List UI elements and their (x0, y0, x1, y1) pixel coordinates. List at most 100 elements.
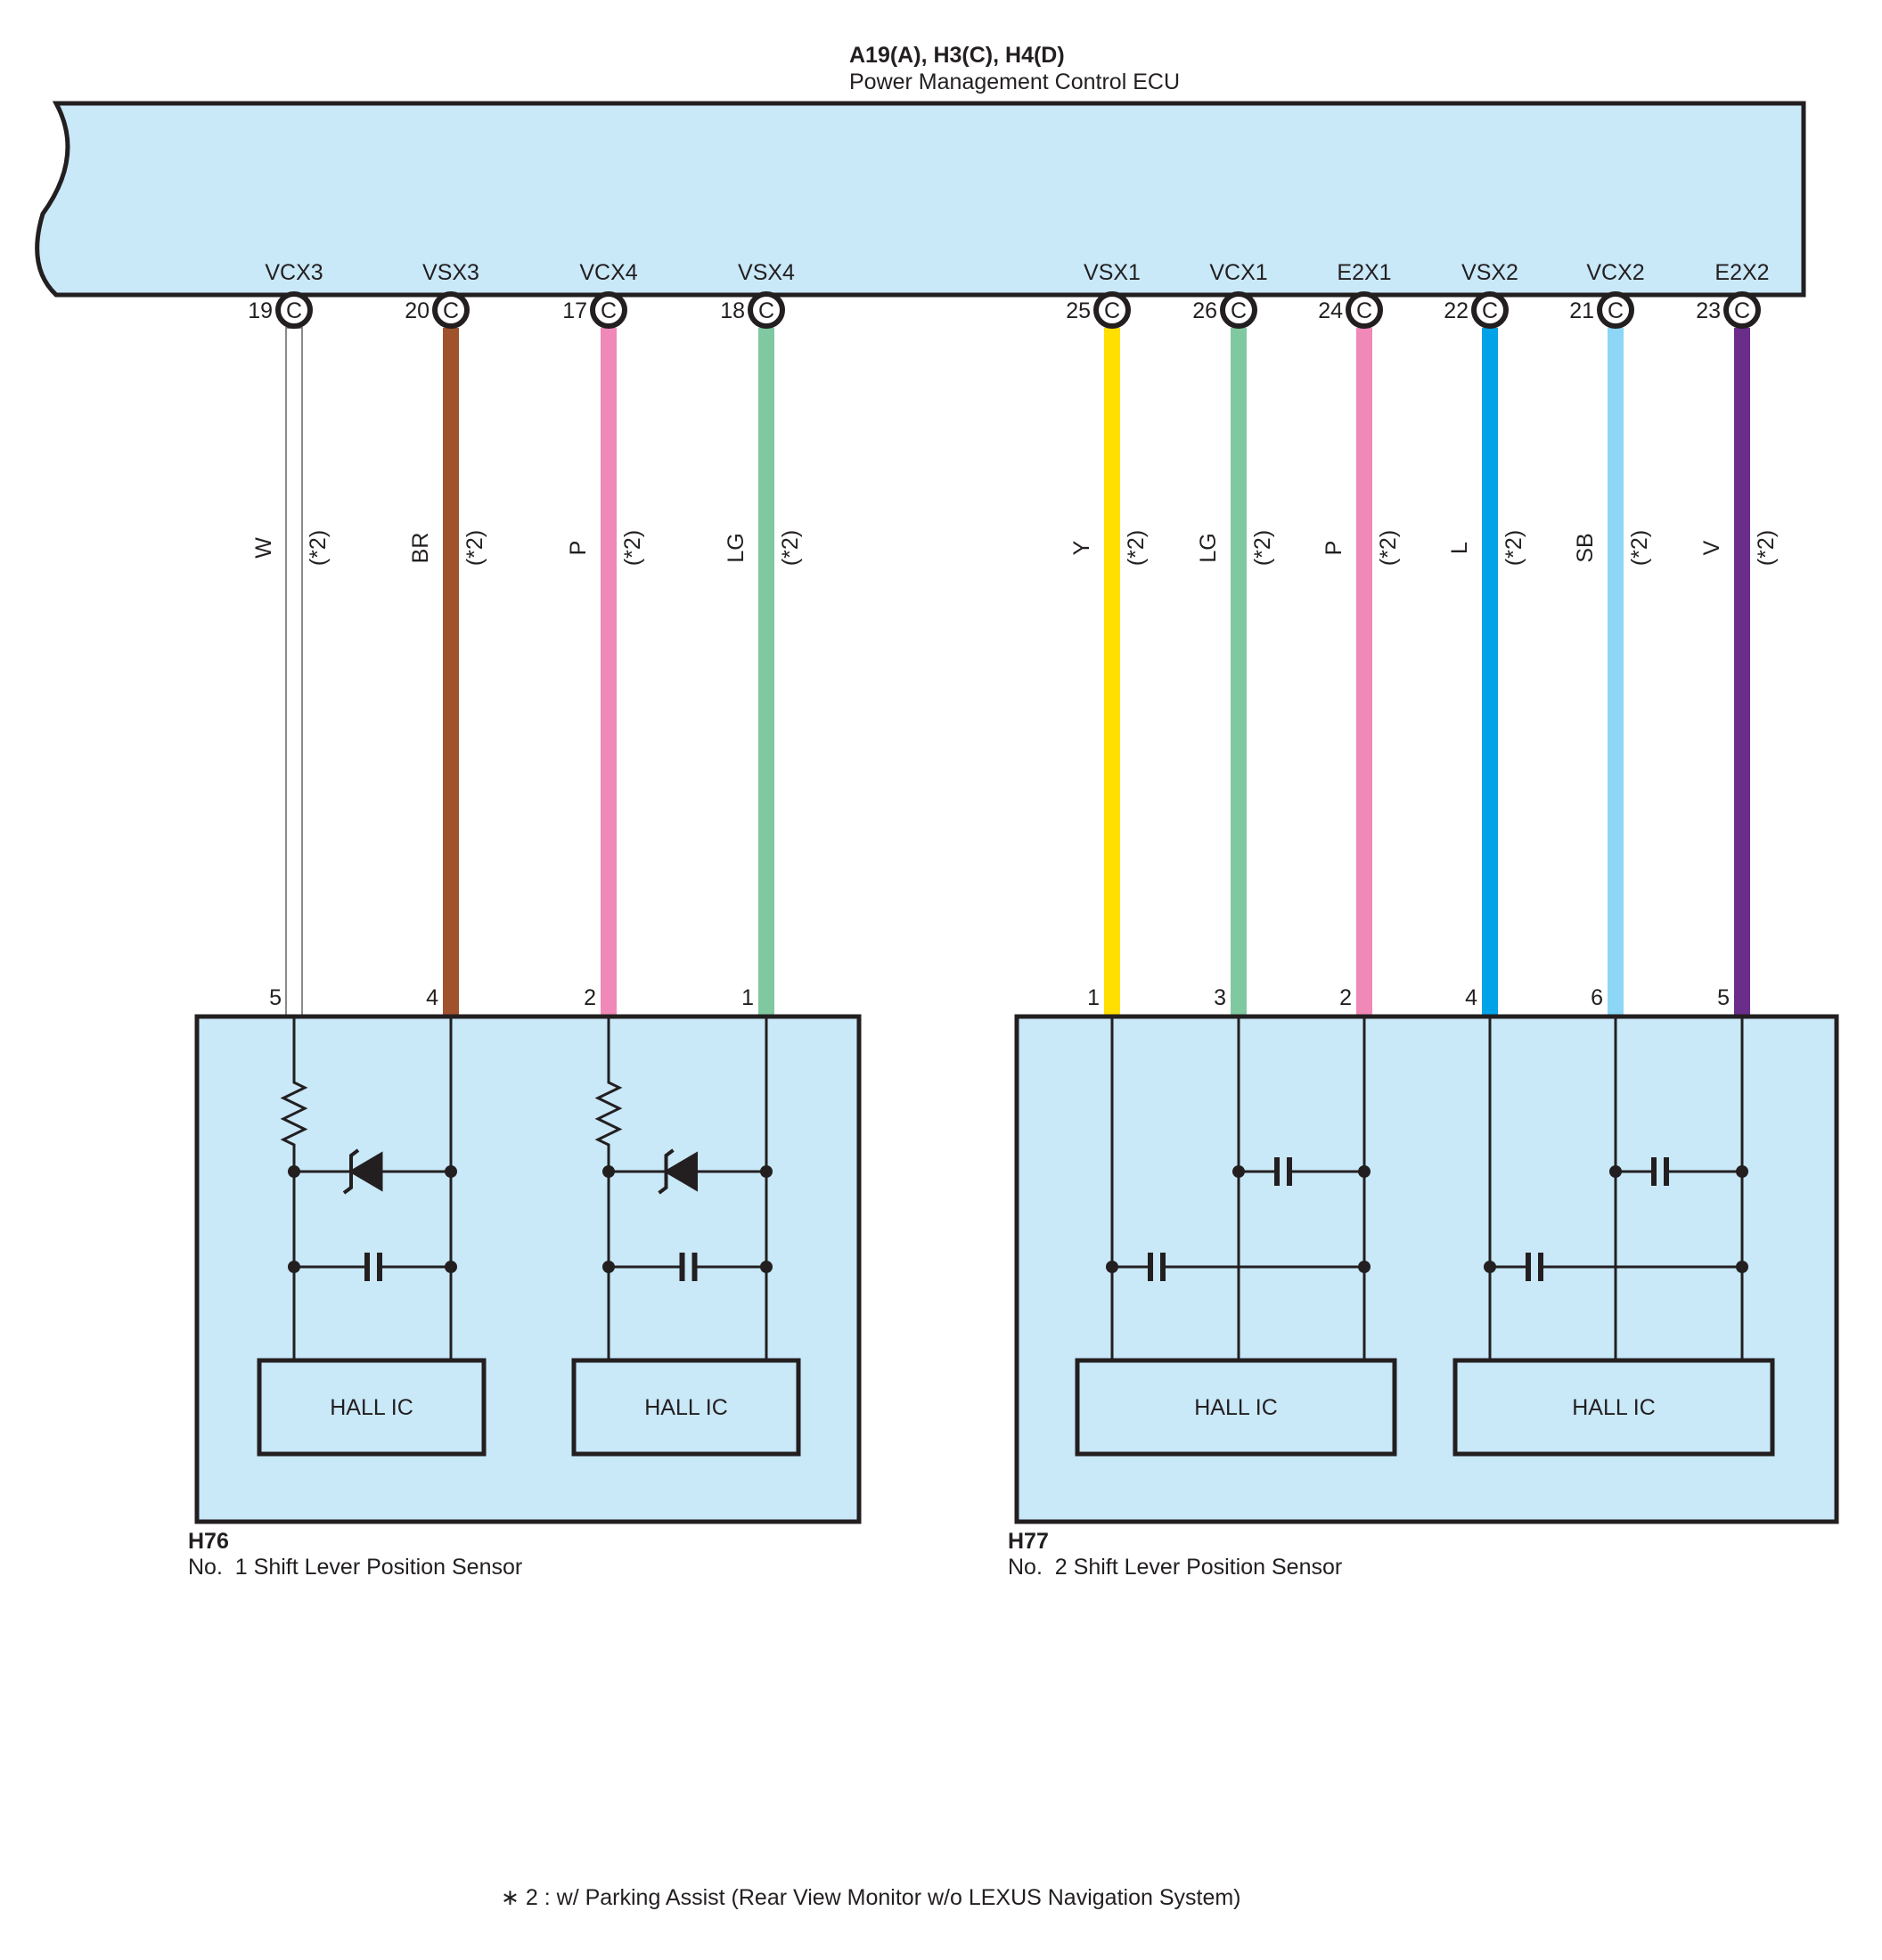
ecu-name: Power Management Control ECU (849, 69, 1180, 94)
wire-vcx3 (285, 327, 303, 1017)
capacitor (294, 1253, 451, 1281)
connector-letter: C (1231, 298, 1247, 323)
wire-color-code: BR (408, 533, 433, 564)
wire-color-code: P (1321, 541, 1346, 556)
wire-color-code: Y (1069, 540, 1094, 555)
wire-note: (*2) (1376, 530, 1401, 566)
zener-diode (609, 1148, 766, 1195)
ecu-pin-number: 18 (720, 298, 745, 323)
sensor-pin-number: 5 (269, 985, 282, 1010)
capacitor (1616, 1157, 1742, 1186)
sensor-h77-name: No. 2 Shift Lever Position Sensor (1008, 1555, 1342, 1580)
connector-circle (1597, 291, 1634, 329)
connector-letter: C (758, 298, 774, 323)
wire-note: (*2) (1627, 530, 1652, 566)
ecu-pin-number: 26 (1192, 298, 1217, 323)
connector-circle (1723, 291, 1761, 329)
hall-ic-label: HALL IC (644, 1395, 728, 1420)
junction-dot (445, 1165, 457, 1178)
junction-dot (1358, 1261, 1371, 1273)
wire-note: (*2) (306, 530, 331, 566)
ecu-connector-ids: A19(A), H3(C), H4(D) (849, 43, 1065, 68)
sensor-pin-number: 5 (1717, 985, 1730, 1010)
wire-note: (*2) (620, 530, 645, 566)
sensor-h77-body (1014, 1014, 1839, 1524)
sensor-pin-number: 4 (426, 985, 438, 1010)
hall-ic: HALL IC (1075, 1358, 1397, 1457)
connector-circle (748, 291, 785, 329)
wire-color-code: W (251, 537, 276, 559)
sensor-h77-id: H77 (1008, 1529, 1049, 1554)
wire-vsx4 (758, 328, 774, 1017)
capacitor (1490, 1253, 1742, 1281)
connector-letter: C (1482, 298, 1498, 323)
wire-color-code: V (1699, 540, 1724, 555)
zener-diode (294, 1148, 451, 1195)
junction-dot (602, 1261, 615, 1273)
wire-note: (*2) (1502, 530, 1526, 566)
wire-note: (*2) (1754, 530, 1779, 566)
ecu-signal-label: E2X2 (1714, 260, 1769, 285)
hall-ic-label: HALL IC (1194, 1395, 1278, 1420)
wire-note: (*2) (462, 530, 487, 566)
ecu-signal-label: VSX1 (1084, 260, 1141, 285)
sensor-h76-name: No. 1 Shift Lever Position Sensor (188, 1555, 522, 1580)
sensor-pin-number: 3 (1214, 985, 1226, 1010)
wire-color-code: L (1447, 542, 1472, 554)
resistor (280, 1017, 308, 1172)
ecu-signal-label: VCX3 (265, 260, 323, 285)
ecu-pin-number: 22 (1444, 298, 1469, 323)
junction-dot (1232, 1165, 1245, 1178)
wire-note: (*2) (1124, 530, 1149, 566)
resistor (594, 1017, 623, 1172)
junction-dot (1358, 1165, 1371, 1178)
sensor-pin-number: 2 (584, 985, 596, 1010)
wire-vsx1 (1104, 328, 1120, 1017)
connector-letter: C (1356, 298, 1372, 323)
connector-circle (275, 291, 313, 329)
wire-note: (*2) (1250, 530, 1275, 566)
connector-circle (1471, 291, 1509, 329)
capacitor (609, 1253, 766, 1281)
wire-e2x1 (1356, 328, 1372, 1017)
sensor-pin-number: 1 (1087, 985, 1100, 1010)
ecu-pin-number: 23 (1696, 298, 1721, 323)
connector-letter: C (443, 298, 459, 323)
junction-dot (445, 1261, 457, 1273)
wire-color-code: P (566, 541, 591, 556)
hall-ic: HALL IC (257, 1358, 487, 1457)
sensor-h76-id: H76 (188, 1529, 229, 1554)
connector-letter: C (1608, 298, 1624, 323)
ecu-signal-label: VSX3 (422, 260, 479, 285)
junction-dot (1609, 1165, 1622, 1178)
capacitor (1112, 1253, 1364, 1281)
ecu-pin-number: 24 (1318, 298, 1343, 323)
ecu-pin-number: 25 (1066, 298, 1091, 323)
ecu-pin-number: 21 (1569, 298, 1594, 323)
connector-circle (590, 291, 627, 329)
junction-dot (288, 1261, 300, 1273)
connector-letter: C (1734, 298, 1750, 323)
wire-e2x2 (1734, 328, 1750, 1017)
sensor-pin-number: 6 (1591, 985, 1603, 1010)
wire-note: (*2) (778, 530, 803, 566)
connector-circle (432, 291, 470, 329)
ecu-signal-label: VCX2 (1586, 260, 1644, 285)
junction-dot (760, 1261, 773, 1273)
wire-vcx2 (1608, 328, 1624, 1017)
wire-color-code: LG (1196, 533, 1221, 562)
sensor-pin-number: 2 (1339, 985, 1352, 1010)
ecu-signal-label: E2X1 (1337, 260, 1391, 285)
connector-letter: C (286, 298, 302, 323)
ecu-signal-label: VCX4 (579, 260, 637, 285)
